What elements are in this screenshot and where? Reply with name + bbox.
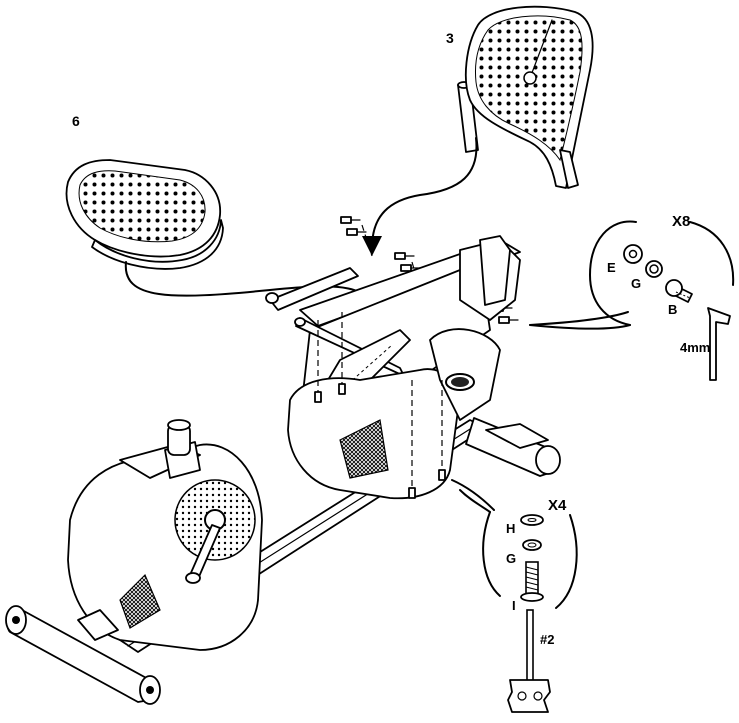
backrest-arrow (372, 138, 477, 248)
front-housing (68, 420, 262, 650)
hardware-bubble-bottom (452, 480, 577, 712)
label-i: I (512, 598, 516, 613)
seat-part (67, 160, 223, 269)
label-x8: X8 (672, 213, 690, 230)
label-g-bottom: G (506, 551, 516, 566)
label-b: B (668, 302, 677, 317)
label-e: E (607, 260, 616, 275)
wrench-tool (508, 610, 550, 712)
label-part-6: 6 (72, 113, 80, 129)
backrest-part (458, 7, 593, 188)
label-g-top: G (631, 276, 641, 291)
hex-key-4mm (708, 308, 730, 380)
label-4mm: 4mm (680, 340, 710, 355)
bolt-b (666, 280, 692, 302)
label-h: H (506, 521, 515, 536)
hardware-bubble-top (530, 222, 733, 380)
label-2: #2 (540, 632, 554, 647)
bolt-i (521, 562, 543, 601)
label-x4: X4 (548, 497, 567, 514)
label-part-3: 3 (446, 30, 454, 46)
